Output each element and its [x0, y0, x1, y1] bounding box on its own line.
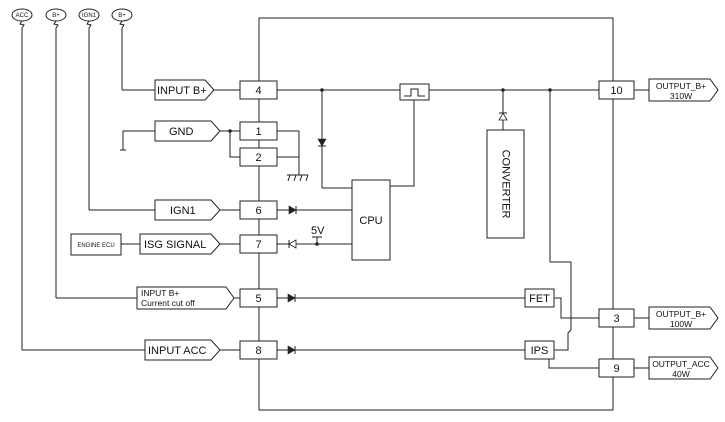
chassis-ground-icon	[287, 174, 309, 182]
input-bplus-cutoff-label-1: INPUT B+	[141, 288, 179, 298]
pin-3: 3	[598, 308, 635, 328]
voltage-5v-label: 5V	[311, 225, 325, 237]
pin-7-label: 7	[255, 239, 261, 251]
pin-6: 6	[239, 200, 278, 220]
output-bplus-100w-connector: OUTPUT_B+ 100W	[648, 306, 719, 330]
output-bplus-100w-name: OUTPUT_B+	[656, 309, 706, 319]
input-acc-connector: INPUT ACC	[144, 339, 221, 361]
diode-converter	[498, 112, 508, 121]
pin-8: 8	[239, 340, 278, 360]
pin-10-label: 10	[610, 85, 622, 97]
source-bplus-1-label: B+	[52, 13, 60, 19]
input-bplus-cutoff-label-2: Current cut off	[141, 298, 195, 308]
converter-label: CONVERTER	[500, 150, 512, 219]
source-acc: ACC	[11, 8, 33, 350]
converter-block: CONVERTER	[486, 129, 525, 239]
pin-9: 9	[598, 358, 635, 378]
relay-symbol	[399, 83, 430, 101]
gnd-connector: GND	[154, 120, 221, 142]
diode-pin7	[288, 239, 297, 249]
source-bplus-2-label: B+	[118, 13, 126, 19]
cpu-label: CPU	[359, 215, 382, 227]
diode-pin6	[288, 205, 297, 215]
engine-ecu-box: ENGINE ECU	[70, 233, 122, 256]
pin-4: 4	[239, 80, 278, 100]
pin-7: 7	[239, 234, 278, 254]
output-acc-40w-power: 40W	[672, 369, 689, 379]
fet-label: FET	[529, 293, 550, 305]
source-bplus-2: B+	[111, 8, 133, 90]
output-acc-40w-connector: OUTPUT_ACC 40W	[648, 356, 719, 380]
fet-block: FET	[524, 288, 555, 308]
input-acc-label: INPUT ACC	[148, 345, 207, 357]
source-bplus-1: B+	[45, 8, 67, 298]
input-bplus-cutoff-connector: INPUT B+ Current cut off	[136, 286, 235, 310]
output-bplus-310w-connector: OUTPUT_B+ 310W	[648, 78, 719, 102]
ign1-label: IGN1	[170, 205, 196, 217]
ips-block: IPS	[524, 340, 555, 360]
ign1-connector: IGN1	[154, 199, 221, 221]
isg-signal-label: ISG SIGNAL	[144, 239, 206, 251]
pin-3-label: 3	[613, 313, 619, 325]
pin-8-label: 8	[255, 345, 261, 357]
source-acc-label: ACC	[16, 13, 29, 19]
pin-9-label: 9	[613, 363, 619, 375]
pin-5-label: 5	[255, 293, 261, 305]
isg-signal-connector: ISG SIGNAL	[139, 233, 221, 255]
output-bplus-310w-name: OUTPUT_B+	[656, 81, 706, 91]
ips-label: IPS	[531, 345, 549, 357]
output-bplus-310w-power: 310W	[670, 91, 692, 101]
pin-2-label: 2	[255, 152, 261, 164]
pin-1-label: 1	[255, 126, 261, 138]
gnd-label: GND	[169, 126, 194, 138]
source-ign-label: IGN1	[82, 13, 97, 19]
output-acc-40w-name: OUTPUT_ACC	[652, 359, 710, 369]
pin-2: 2	[239, 147, 278, 167]
diode-pin8	[287, 345, 296, 355]
input-bplus-connector: INPUT B+	[154, 79, 215, 101]
pin-5: 5	[239, 288, 278, 308]
cpu-block: CPU	[351, 179, 391, 261]
pin-4-label: 4	[255, 85, 261, 97]
pin-1: 1	[239, 121, 278, 141]
pin-6-label: 6	[255, 205, 261, 217]
engine-ecu-label: ENGINE ECU	[77, 243, 114, 249]
diode-rail-cpu	[317, 138, 327, 147]
pin-10: 10	[598, 80, 635, 100]
diode-pin5	[287, 293, 296, 303]
source-ign: IGN1	[78, 8, 100, 210]
input-bplus-label: INPUT B+	[157, 85, 207, 97]
output-bplus-100w-power: 100W	[670, 319, 692, 329]
module-boundary	[258, 17, 614, 411]
